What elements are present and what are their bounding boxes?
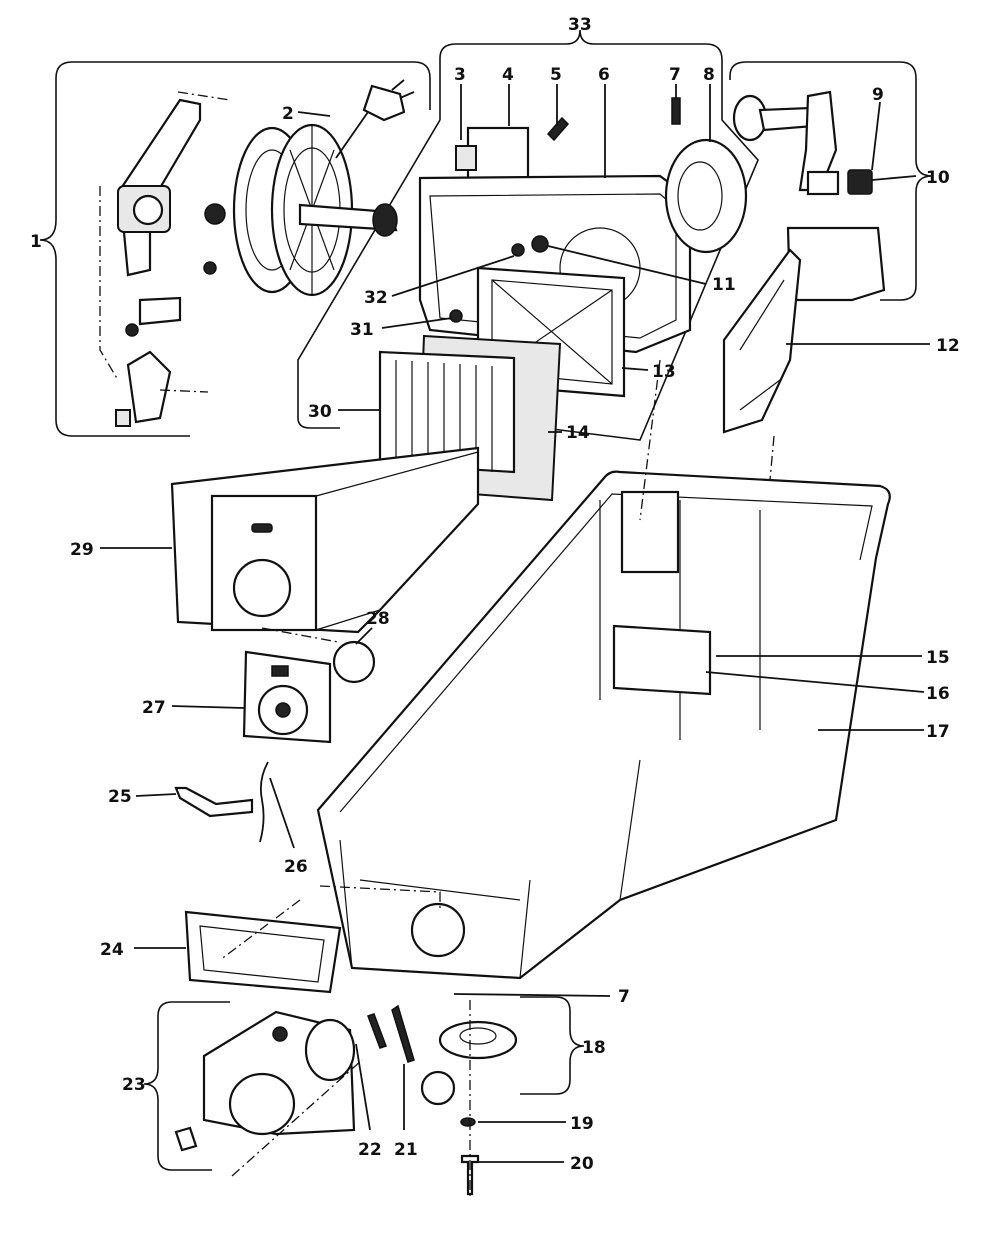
screw-5 [546, 116, 570, 142]
label-30: 30 [308, 402, 332, 422]
bracket-group-1 [39, 61, 431, 437]
label-19: 19 [570, 1114, 594, 1134]
label-12: 12 [936, 336, 960, 356]
bracket-group-23 [143, 1001, 230, 1171]
label-2: 2 [282, 104, 294, 124]
assembly-line-c [261, 627, 339, 643]
label-33: 33 [568, 15, 592, 35]
label-27: 27 [142, 698, 166, 718]
grille [378, 350, 516, 474]
label-5: 5 [550, 65, 562, 85]
switch-assembly [732, 90, 873, 196]
dust-bag [170, 446, 480, 634]
label-29: 29 [70, 540, 94, 560]
label-18: 18 [582, 1038, 606, 1058]
lever [174, 786, 254, 818]
inlet-plate [242, 650, 332, 744]
label-23: 23 [122, 1075, 146, 1095]
label-17: 17 [926, 722, 950, 742]
side-panel [722, 226, 886, 434]
switch-block [466, 126, 530, 180]
label-3: 3 [454, 65, 466, 85]
screw-22 [367, 1013, 387, 1049]
label-7-bottom: 7 [618, 987, 630, 1007]
bracket-group-10 [729, 61, 933, 301]
label-16: 16 [926, 684, 950, 704]
front-frame [184, 910, 342, 994]
label-21: 21 [394, 1140, 418, 1160]
round-disc [664, 138, 748, 254]
label-32: 32 [364, 288, 388, 308]
label-10: 10 [926, 168, 950, 188]
washer [460, 1117, 476, 1127]
wheel-assembly [420, 1020, 518, 1106]
label-4: 4 [502, 65, 514, 85]
spring [259, 761, 269, 843]
label-24: 24 [100, 940, 124, 960]
label-1: 1 [30, 232, 42, 252]
assembly-line-d [319, 885, 441, 910]
label-22: 22 [358, 1140, 382, 1160]
switch-tab [455, 145, 477, 171]
label-6: 6 [598, 65, 610, 85]
assembly-line-f [219, 899, 363, 1177]
screw-21 [391, 1004, 415, 1063]
assembly-line-b [769, 435, 775, 481]
label-20: 20 [570, 1154, 594, 1174]
screw-31 [449, 309, 463, 323]
label-7: 7 [669, 65, 681, 85]
label-13: 13 [652, 362, 676, 382]
bracket-group-18 [520, 996, 585, 1095]
label-8: 8 [703, 65, 715, 85]
cord-reel-assembly [99, 91, 398, 427]
label-28: 28 [366, 609, 390, 629]
label-26: 26 [284, 857, 308, 877]
label-25: 25 [108, 787, 132, 807]
nozzle-assembly [174, 1010, 356, 1152]
label-11: 11 [712, 275, 736, 295]
label-15: 15 [926, 648, 950, 668]
power-plug [335, 79, 415, 159]
label-14: 14 [566, 423, 590, 443]
label-31: 31 [350, 320, 374, 340]
ring-seal [332, 640, 376, 684]
leader-lines [100, 84, 930, 1163]
screw-7 [671, 97, 681, 125]
bracket-group-33 [439, 29, 759, 441]
main-base-body [316, 470, 891, 980]
label-9: 9 [872, 85, 884, 105]
bracket-group-33-left [297, 119, 441, 429]
assembly-line-a [639, 359, 661, 521]
